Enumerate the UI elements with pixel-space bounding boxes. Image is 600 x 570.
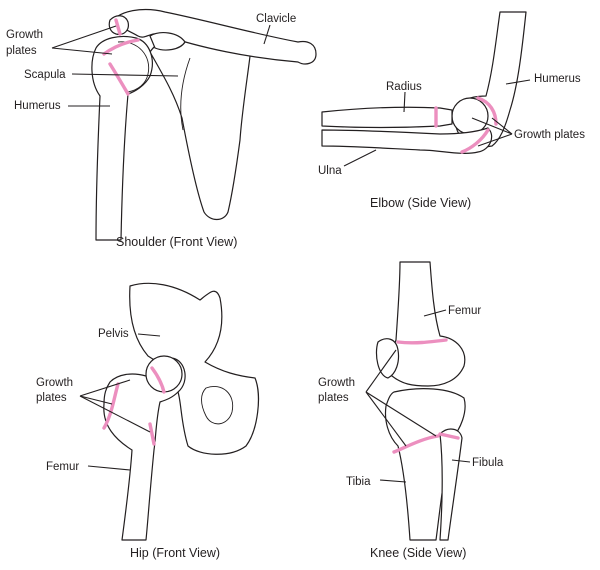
elbow-growth-plate-ulna xyxy=(460,128,490,154)
elbow-humerus-leader xyxy=(505,79,531,85)
elbow-humerus-label: Humerus xyxy=(534,73,581,85)
hip-growth-leader-3 xyxy=(79,395,151,433)
shoulder-scapula-leader xyxy=(71,73,179,77)
knee-fibula-label: Fibula xyxy=(472,457,504,469)
shoulder-clavicle-leader xyxy=(263,24,271,45)
hip-growth-label-2: plates xyxy=(36,392,67,404)
elbow-growth-label: Growth plates xyxy=(514,129,585,141)
shoulder-growth-label-2: plates xyxy=(6,45,37,57)
knee-growth-plate-tibia xyxy=(392,434,440,454)
knee-fibula-leader xyxy=(451,459,471,463)
shoulder-caption: Shoulder (Front View) xyxy=(116,235,237,249)
elbow-growth-leader-3 xyxy=(477,133,513,147)
hip-panel: Pelvis Growth plates Femur Hip (Front Vi… xyxy=(36,282,260,560)
knee-growth-leader-2 xyxy=(365,391,407,447)
elbow-radius-label: Radius xyxy=(386,81,422,93)
elbow-ulna-leader xyxy=(343,149,377,167)
knee-tibia-leader xyxy=(379,479,407,483)
hip-caption: Hip (Front View) xyxy=(130,546,220,560)
shoulder-growth-leader-1 xyxy=(51,25,117,49)
knee-growth-leader-3 xyxy=(365,391,437,437)
ulna-bone xyxy=(321,127,493,154)
hip-pelvis-label: Pelvis xyxy=(98,328,129,340)
knee-femur-label: Femur xyxy=(448,305,481,317)
knee-growth-plate-fibula xyxy=(438,432,460,440)
elbow-ulna-label: Ulna xyxy=(318,165,342,177)
knee-growth-leader-1 xyxy=(365,349,397,393)
shoulder-growth-plate-clavicle xyxy=(114,18,122,36)
knee-tibia-label: Tibia xyxy=(346,476,371,488)
fibula-bone xyxy=(439,428,463,541)
shoulder-growth-leader-2 xyxy=(51,47,113,55)
radius-bone xyxy=(321,106,453,129)
patella xyxy=(375,338,400,379)
elbow-growth-leader-2 xyxy=(491,117,513,135)
knee-growth-label-2: plates xyxy=(318,392,349,404)
knee-femur-leader xyxy=(423,309,447,317)
elbow-panel: Radius Humerus Growth plates Ulna Elbow … xyxy=(318,11,585,210)
knee-caption: Knee (Side View) xyxy=(370,546,466,560)
hip-growth-leader-1 xyxy=(79,379,131,397)
shoulder-panel: Clavicle Growth plates Scapula Humerus S… xyxy=(6,8,317,249)
elbow-caption: Elbow (Side View) xyxy=(370,196,471,210)
humeral-head-outline xyxy=(117,41,150,93)
hip-femur-label: Femur xyxy=(46,461,79,473)
hip-pelvis-leader xyxy=(137,333,161,337)
shoulder-humerus-label: Humerus xyxy=(14,100,61,112)
clavicle-bone xyxy=(114,8,317,65)
scapula-bone xyxy=(149,31,253,221)
shoulder-growth-label-1: Growth xyxy=(6,29,43,41)
knee-panel: Femur Growth plates Tibia Fibula Knee (S… xyxy=(318,261,504,560)
tibia-bone xyxy=(384,388,466,541)
obturator-foramen xyxy=(201,386,234,425)
elbow-radius-leader xyxy=(403,91,406,113)
scapula-inner-ridge xyxy=(180,57,191,131)
shoulder-humerus-bone xyxy=(91,35,153,241)
elbow-capitulum xyxy=(451,97,489,135)
hip-growth-label-1: Growth xyxy=(36,377,73,389)
hip-growth-leader-2 xyxy=(79,395,113,405)
hip-growth-plate-head xyxy=(150,366,166,394)
knee-femur-bone xyxy=(388,261,466,387)
shoulder-scapula-label: Scapula xyxy=(24,69,66,81)
knee-growth-label-1: Growth xyxy=(318,377,355,389)
elbow-growth-leader-1 xyxy=(471,117,513,135)
coracoid xyxy=(149,32,186,51)
shoulder-growth-plate-humerus xyxy=(102,38,140,96)
hip-growth-plate-greater-trochanter xyxy=(102,382,120,430)
hip-femur-leader xyxy=(87,465,131,471)
shoulder-clavicle-label: Clavicle xyxy=(256,13,296,25)
hip-growth-plate-lesser-trochanter xyxy=(148,422,156,446)
knee-growth-plate-femur xyxy=(396,338,448,345)
